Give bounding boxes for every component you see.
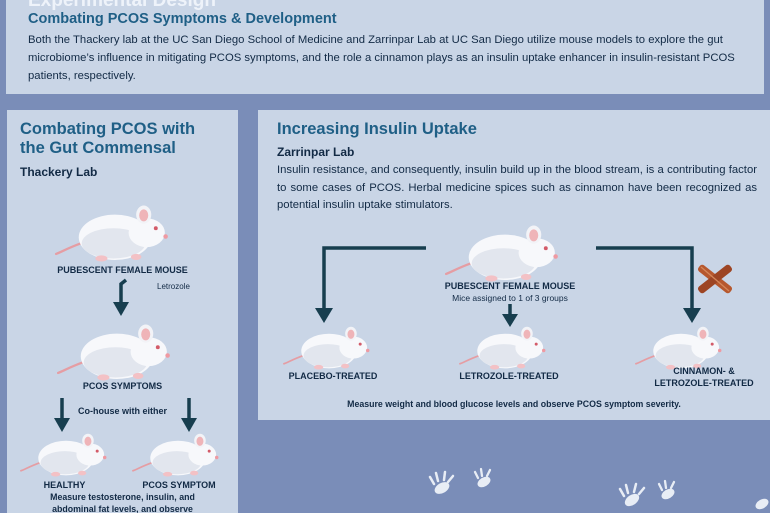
pcos-symptom-label: PCOS SYMPTOM <box>142 480 216 490</box>
letrozole-label: Letrozole <box>157 282 190 291</box>
left-step1-label: PUBESCENT FEMALE MOUSE <box>57 265 188 275</box>
white-mouse-icon <box>450 321 560 373</box>
group3-label-line1: CINNAMON- & <box>673 366 735 376</box>
healthy-label: HEALTHY <box>43 480 86 490</box>
section-subtitle: Combating PCOS Symptoms & Development <box>28 11 337 27</box>
down-arrow-icon <box>113 278 129 316</box>
white-mouse-icon <box>42 317 192 385</box>
group3-label-line2: LETROZOLE-TREATED <box>654 378 754 388</box>
white-mouse-icon <box>274 321 384 373</box>
left-step2-label: PCOS SYMPTOMS <box>82 381 163 391</box>
left-title-line2: the Gut Commensal <box>20 139 176 157</box>
white-mouse-icon <box>124 428 232 480</box>
measure-line1: Measure testosterone, insulin, and <box>50 492 195 502</box>
white-mouse-icon <box>12 428 120 480</box>
white-mouse-icon <box>40 198 190 266</box>
down-arrow-icon <box>54 398 70 432</box>
group1-label: PLACEBO-TREATED <box>288 371 378 381</box>
assignment-label: Mice assigned to 1 of 3 groups <box>452 293 568 303</box>
gut-commensal-panel: Combating PCOS with the Gut Commensal Th… <box>7 110 238 513</box>
white-mouse-icon <box>430 218 580 286</box>
cohouse-label: Co-house with either <box>77 406 167 416</box>
insulin-uptake-panel: Increasing Insulin Uptake Zarrinpar Lab … <box>258 110 770 420</box>
cinnamon-sticks-icon <box>698 264 732 294</box>
intro-paragraph: Both the Thackery lab at the UC San Dieg… <box>28 34 735 82</box>
intro-panel: Experimental Design Combating PCOS Sympt… <box>6 0 764 94</box>
right-paragraph: Insulin resistance, and consequently, in… <box>277 164 757 211</box>
right-title: Increasing Insulin Uptake <box>277 120 477 138</box>
left-lab-name: Thackery Lab <box>20 165 98 179</box>
left-title-line1: Combating PCOS with <box>20 120 196 138</box>
measure-line2: abdominal fat levels, and observe <box>52 504 193 513</box>
right-lab-name: Zarrinpar Lab <box>277 145 355 159</box>
group2-label: LETROZOLE-TREATED <box>459 371 559 381</box>
right-measure-label: Measure weight and blood glucose levels … <box>347 399 681 409</box>
right-start-label: PUBESCENT FEMALE MOUSE <box>444 281 576 291</box>
branch-arrows <box>315 246 701 327</box>
section-title: Experimental Design <box>28 0 216 11</box>
mouse-footprints-icon <box>428 467 769 510</box>
down-arrow-icon <box>181 398 197 432</box>
